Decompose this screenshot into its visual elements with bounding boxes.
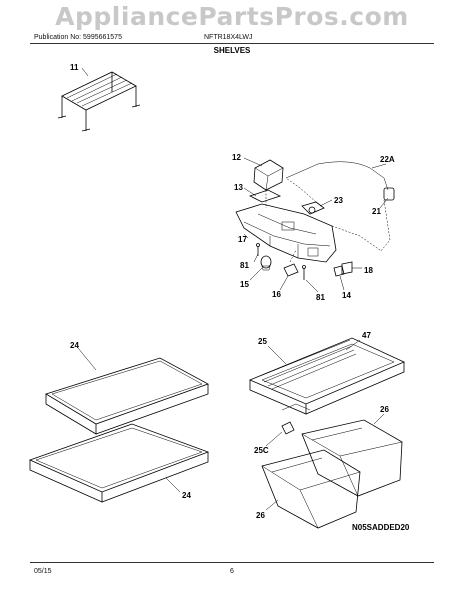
callout-15: 15 bbox=[240, 280, 249, 289]
glass-shelves-drawing bbox=[28, 347, 210, 503]
control-housing-drawing bbox=[235, 157, 395, 293]
diagram-code: N05SADDED20 bbox=[352, 523, 410, 532]
page-number: 6 bbox=[230, 568, 234, 575]
callout-11: 11 bbox=[70, 63, 79, 72]
callout-21: 21 bbox=[372, 207, 381, 216]
callout-14: 14 bbox=[342, 291, 351, 300]
wire-shelf-drawing bbox=[57, 67, 141, 132]
crisper-assembly-drawing bbox=[248, 337, 405, 529]
callout-24-bottom: 24 bbox=[182, 491, 191, 500]
callout-25c: 25C bbox=[254, 446, 269, 455]
callout-22a: 22A bbox=[380, 155, 395, 164]
header-divider bbox=[30, 43, 434, 44]
footer-divider bbox=[30, 562, 434, 563]
section-title: SHELVES bbox=[213, 46, 251, 55]
publication-number: Publication No: 5995661575 bbox=[34, 34, 122, 41]
model-number: NFTR18X4LWJ bbox=[204, 34, 253, 41]
footer-date: 05/15 bbox=[34, 568, 52, 575]
callout-81-left: 81 bbox=[240, 261, 249, 270]
watermark: AppliancePartsPros.com bbox=[55, 2, 409, 31]
callout-26-right: 26 bbox=[380, 405, 389, 414]
callout-17: 17 bbox=[238, 235, 247, 244]
callout-16: 16 bbox=[272, 290, 281, 299]
callout-24-top: 24 bbox=[70, 341, 79, 350]
callout-23: 23 bbox=[334, 196, 343, 205]
callout-26-left: 26 bbox=[256, 511, 265, 520]
callout-13: 13 bbox=[234, 183, 243, 192]
callout-47: 47 bbox=[362, 331, 371, 340]
callout-25: 25 bbox=[258, 337, 267, 346]
callout-81-right: 81 bbox=[316, 293, 325, 302]
callout-18: 18 bbox=[364, 266, 373, 275]
callout-12: 12 bbox=[232, 153, 241, 162]
